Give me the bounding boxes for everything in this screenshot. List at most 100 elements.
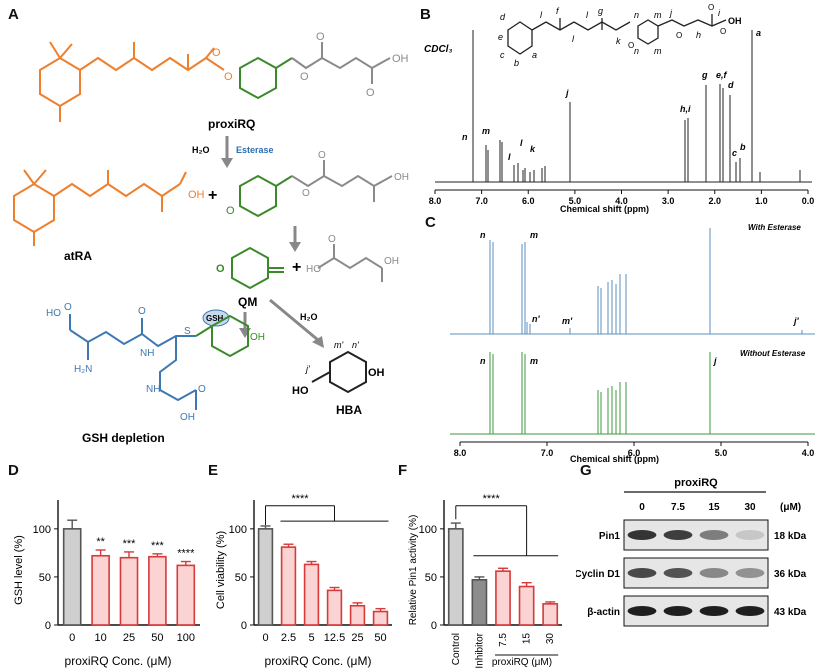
c-bottom-peaks [489,352,711,434]
b-struct-n1: n [634,10,639,20]
bar-0 [257,528,274,626]
b-struct-b: b [514,58,519,68]
b-peak-l2: l [520,138,523,148]
reagent-esterase: Esterase [236,145,274,155]
e-xlabel: proxiRQ Conc. (μM) [265,654,372,668]
b-struct-o3: O [708,3,714,12]
atra-label: atRA [64,249,92,263]
bar-25 [349,604,366,626]
y-tick-label: 100 [33,524,51,536]
g-row-label: Cyclin D1 [576,569,620,580]
g-lane-label: 0 [639,502,645,513]
proxirq-o-1: O [300,71,309,83]
g-lane-label: 7.5 [671,502,685,513]
bar-7.5 [495,570,511,626]
bar-50 [148,555,167,626]
panel-b-letter: B [420,6,431,23]
phenolate-tail [291,160,393,202]
x-tick-label: 2.5 [281,632,296,644]
nmr-tick-label: 4.0 [802,448,815,458]
proxirq-oh: OH [392,53,409,65]
c-bottom-labels: n m j [480,356,717,366]
b-struct-o4: O [720,27,726,36]
panel-e-letter: E [208,462,219,479]
phenolate-o: O [226,205,235,217]
b-peak-n: n [462,132,468,142]
nmr-tick-label: 5.0 [715,448,728,458]
c-top-labels: n m n' m' j' [480,230,800,326]
hba-label: HBA [336,403,362,417]
reagent-h2o: H₂O [192,145,210,155]
b-peak-a: a [756,28,761,38]
g-kda-label: 43 kDa [774,607,807,618]
b-struct-d: d [500,12,506,22]
panel-f-letter: F [398,462,408,479]
d-xlabel: proxiRQ Conc. (μM) [65,654,172,668]
gsh-o3: O [198,384,206,395]
f-xlabel: proxiRQ (μM) [492,657,552,668]
significance-mark: **** [177,548,195,560]
x-tick-label: 0 [69,632,75,644]
y-tick-label: 50 [235,572,247,584]
b-struct-i: i [718,8,721,18]
g-lane-label: 15 [708,502,720,513]
b-peak-k: k [530,144,536,154]
proxirq-succinate [291,42,391,84]
reaction-arrow-2-head [289,242,301,252]
g-band [699,606,729,616]
b-struct-k: k [616,36,621,46]
b-peak-j: j [565,88,569,98]
c-without-label: Without Esterase [740,349,806,358]
gsh-oh-end: OH [180,412,195,423]
panel-d-chart: GSH level (%) proxiRQ Conc. (μM) 0501000… [13,500,200,668]
c-top-nprime: n' [532,314,540,324]
x-tick-label: 15 [522,633,533,645]
nmr-tick-label: 2.0 [708,196,721,206]
f-ylabel: Relative Pin1 activity (%) [408,515,419,626]
c-top-peaks [489,228,803,334]
qm-label: QM [238,295,257,309]
g-kda-label: 18 kDa [774,531,807,542]
panel-a-letter: A [8,6,19,23]
g-row-label: β-actin [587,607,620,618]
b-struct-l2: l [572,34,575,44]
hba-jprime: j' [305,364,310,374]
proxirq-label: proxiRQ [208,117,255,131]
qm-structure [231,246,284,290]
reaction-arrow-4 [269,298,319,342]
y-tick-label: 0 [241,620,247,632]
e-ylabel: Cell viability (%) [215,531,227,609]
y-tick-label: 0 [45,620,51,632]
y-tick-label: 100 [229,524,247,536]
x-tick-label: 0 [262,632,268,644]
plus-sign-2: + [292,259,301,276]
significance-mark: ** [96,536,105,548]
proxirq-carbonyl-o: O [212,47,221,59]
x-tick-label: Inhibitor [474,632,485,668]
bar-2.5 [280,546,297,626]
atra-structure [13,169,187,246]
g-band [735,606,765,616]
b-peak-g: g [701,70,708,80]
b-struct-o1: O [628,41,634,50]
succinic-acid [317,244,383,282]
gsh-o1: O [64,302,72,313]
phenolate-ring [239,174,293,218]
g-band [699,530,729,540]
x-tick-label: 50 [374,632,386,644]
x-tick-label: 25 [351,632,363,644]
b-peaks [472,30,801,182]
nmr-tick-label: 8.0 [454,448,467,458]
proxirq-o-2: O [316,31,325,43]
significance-mark: *** [151,540,165,552]
gsh-nh1: NH [140,348,154,359]
proxirq-o-3: O [366,87,375,99]
gsh-nh2: NH [146,384,160,395]
gsh-o2: O [138,306,146,317]
x-tick-label: 25 [123,632,135,644]
b-peak-ef: e,f [716,70,728,80]
g-kda-label: 36 kDa [774,569,807,580]
nmr-tick-label: 7.0 [541,448,554,458]
